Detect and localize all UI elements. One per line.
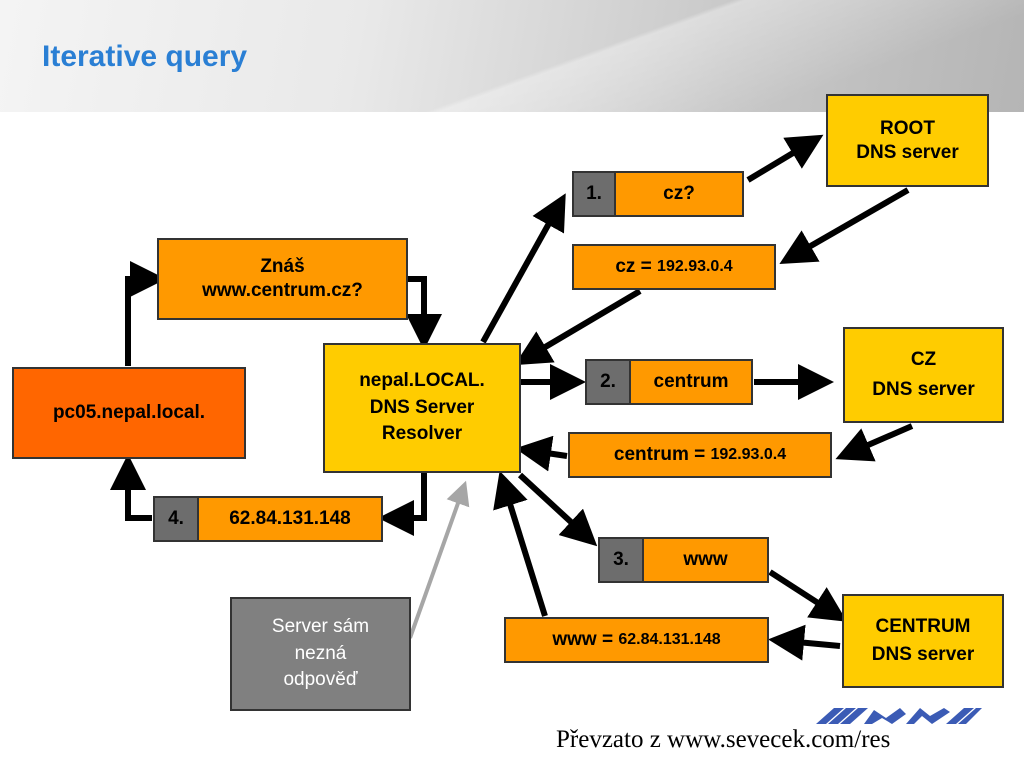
arrow-step1-to-root <box>746 134 824 183</box>
step4-result: 62.84.131.148 <box>197 496 383 542</box>
centrum-line-2: DNS server <box>871 644 975 665</box>
step2-answer: centrum = 192.93.0.4 <box>568 432 832 478</box>
resolver-node: nepal.LOCAL. DNS Server Resolver <box>323 343 521 473</box>
arrow-client-to-question <box>125 261 166 366</box>
question-line-1: Znáš <box>260 256 305 278</box>
step3-answer: www = 62.84.131.148 <box>504 617 769 663</box>
client-node: pc05.nepal.local. <box>12 367 246 459</box>
arrow-root-to-answer1 <box>779 187 910 264</box>
step2-answer-prefix: centrum = <box>613 444 711 465</box>
centrum-dns-node: CENTRUM DNS server <box>842 594 1004 688</box>
cz-dns-node: CZ DNS server <box>843 327 1004 423</box>
step1-answer: cz = 192.93.0.4 <box>572 244 776 290</box>
arrow-note-to-resolver <box>408 480 470 639</box>
cz-line-1: CZ <box>910 348 937 370</box>
note-box: Server sám nezná odpověď <box>230 597 411 711</box>
source-credit: Převzato z www.sevecek.com/res <box>556 726 891 753</box>
resolver-line-3: Resolver <box>381 423 463 445</box>
root-line-2: DNS server <box>856 141 959 163</box>
arrow-resolver-to-step4 <box>378 472 427 536</box>
step1-number: 1. <box>572 171 616 217</box>
arrow-cz-to-answer2 <box>835 423 914 462</box>
root-line-1: ROOT <box>880 117 935 139</box>
arrow-resolver-to-step3 <box>517 472 598 547</box>
step4-number: 4. <box>153 496 199 542</box>
client-label: pc05.nepal.local. <box>52 402 206 424</box>
resolver-line-1: nepal.LOCAL. <box>359 370 485 392</box>
step1-answer-prefix: cz = <box>615 256 658 277</box>
cz-line-2: DNS server <box>872 379 975 400</box>
step1-answer-value: 192.93.0.4 <box>657 258 733 275</box>
arrow-step4-to-client <box>110 454 152 521</box>
step3-query: www <box>642 537 769 583</box>
question-line-2: www.centrum.cz? <box>202 280 363 301</box>
step2-number: 2. <box>585 359 631 405</box>
arrow-step3-to-centrum <box>768 569 848 622</box>
arrow-question-to-resolver <box>406 276 442 350</box>
arrow-answer1-to-resolver <box>514 288 642 366</box>
note-line-2: nezná <box>294 642 347 664</box>
root-dns-node: ROOT DNS server <box>826 94 989 187</box>
step1-query: cz? <box>614 171 744 217</box>
logo-icon <box>816 708 982 724</box>
resolver-line-2: DNS Server <box>369 396 475 418</box>
note-line-3: odpověď <box>283 669 358 691</box>
header-background <box>0 0 1024 112</box>
step3-answer-value: 62.84.131.148 <box>618 631 721 648</box>
arrow-resolver-to-step1 <box>480 193 566 344</box>
step2-query: centrum <box>629 359 753 405</box>
step3-answer-prefix: www = <box>552 629 619 650</box>
centrum-line-1: CENTRUM <box>875 615 971 637</box>
arrow-answer3-to-resolver <box>493 470 548 617</box>
step3-number: 3. <box>598 537 644 583</box>
slide-title: Iterative query <box>42 40 248 73</box>
step2-answer-value: 192.93.0.4 <box>710 446 787 463</box>
note-line-1: Server sám <box>271 616 370 638</box>
arrow-centrum-to-answer3 <box>768 624 841 661</box>
question-box: Znáš www.centrum.cz? <box>157 238 408 320</box>
arrow-answer2-to-resolver <box>515 435 568 472</box>
